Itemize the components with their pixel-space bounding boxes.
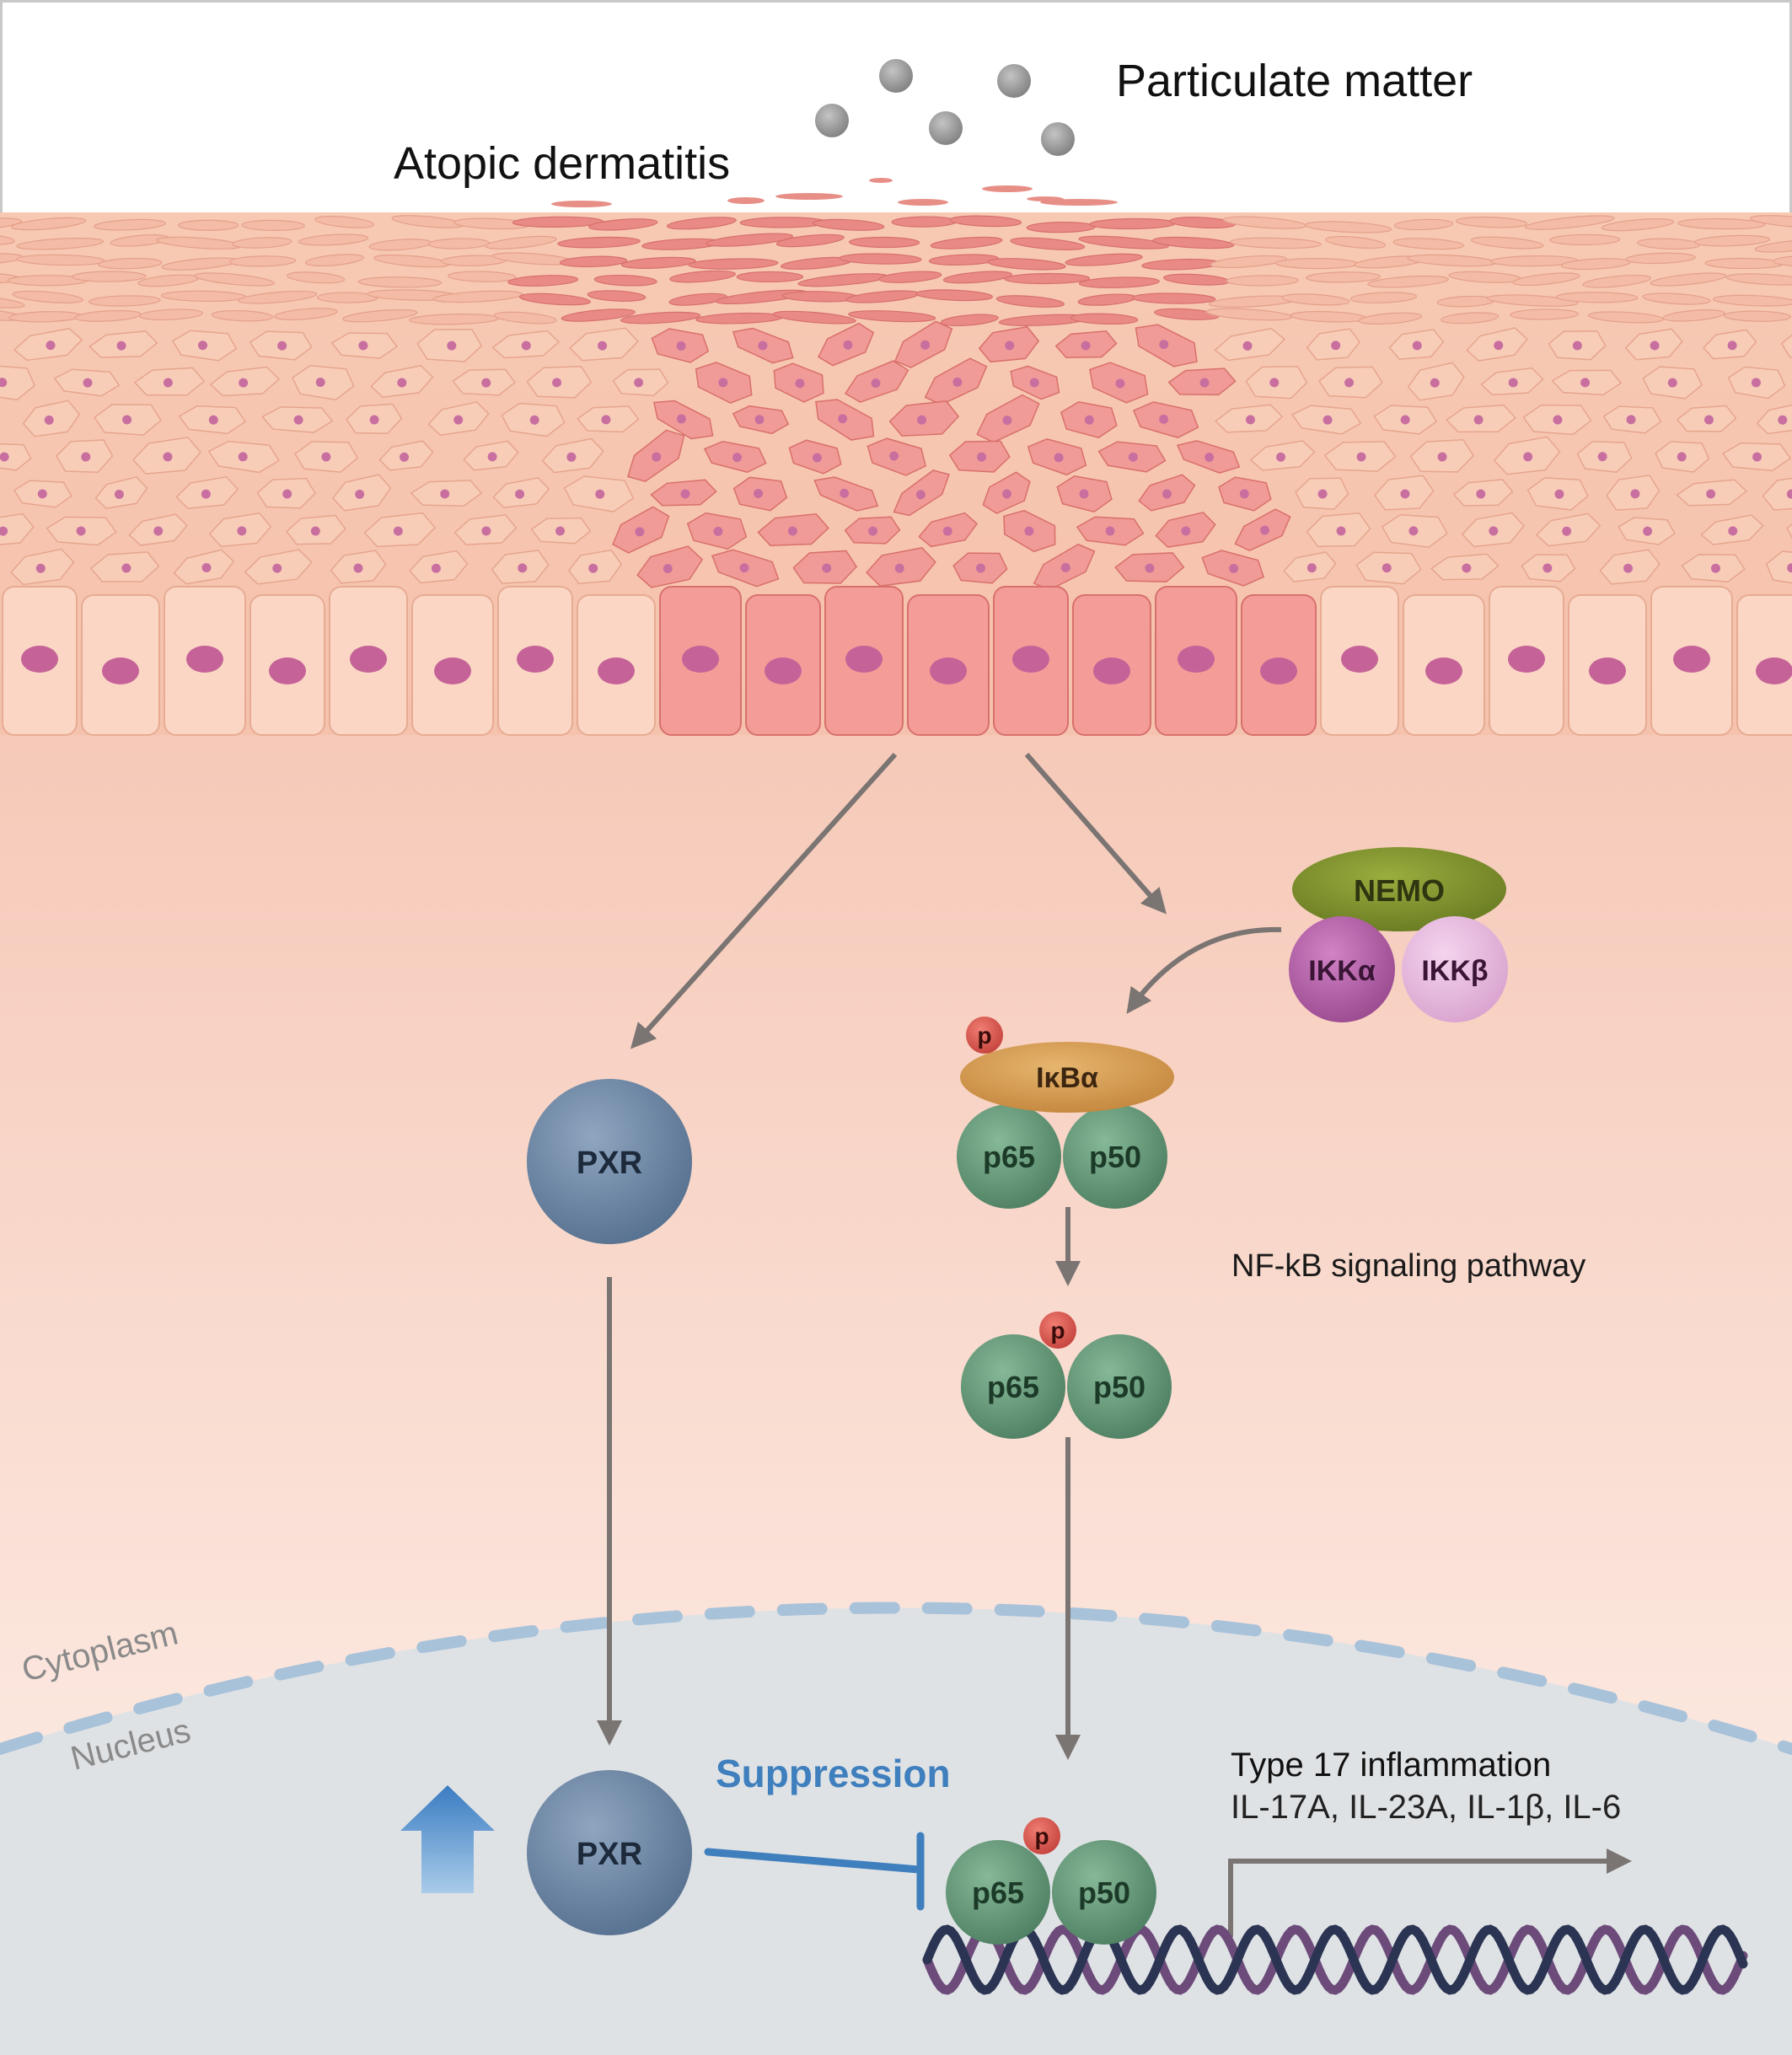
pxr-nucleus: PXR: [527, 1770, 692, 1935]
nemo-label: NEMO: [1354, 873, 1445, 908]
epidermis: [0, 178, 1792, 736]
pxr-cytoplasm: PXR: [527, 1079, 692, 1244]
suppression-label: Suppression: [716, 1752, 951, 1795]
atopic-dermatitis-label: Atopic dermatitis: [394, 138, 730, 189]
p50-label: p50: [1093, 1370, 1145, 1404]
p65-protein: [946, 1840, 1050, 1945]
p65-label: p65: [987, 1370, 1039, 1404]
ikk-alpha-label: IKKα: [1308, 955, 1376, 987]
nuclear-membrane: [0, 1602, 1792, 1755]
ikk-beta-protein: [1402, 916, 1508, 1022]
pxr-protein: [527, 1079, 692, 1244]
ikba-protein: [960, 1042, 1174, 1113]
p65-protein: [957, 1104, 1061, 1209]
p65-label: p65: [972, 1875, 1024, 1910]
p50-protein: [1067, 1334, 1172, 1439]
arrow-ikk-to-ikba: [1126, 926, 1282, 1014]
nfkb-pathway-label: NF-kB signaling pathway: [1231, 1248, 1585, 1284]
phospho-nfkb-dimer: p65 p50 p: [961, 1312, 1172, 1439]
pxr-label: PXR: [577, 1837, 642, 1872]
arrow-epidermis-to-pxr: [630, 752, 898, 1049]
type17-inflammation-title: Type 17 inflammation: [1231, 1746, 1551, 1784]
ikba-label: IκBα: [1036, 1062, 1098, 1094]
pathway-arrows: [597, 752, 1632, 1937]
p65-label: p65: [983, 1140, 1035, 1174]
phospho-badge: [1039, 1312, 1076, 1349]
p50-label: p50: [1078, 1875, 1130, 1910]
suppression-inhibition-line: [704, 1832, 925, 1911]
p65-protein: [961, 1334, 1065, 1439]
particulate-matter-particles: [815, 59, 1075, 156]
phospho-label: p: [1034, 1823, 1049, 1849]
arrow-epidermis-to-nfkb: [1024, 753, 1167, 915]
p50-label: p50: [1089, 1140, 1141, 1174]
phospho-label: p: [1050, 1317, 1065, 1344]
arrow-transcription: [1228, 1848, 1632, 1937]
phospho-badge: [966, 1017, 1003, 1054]
particulate-matter-label: Particulate matter: [1116, 56, 1473, 106]
pxr-protein: [527, 1770, 692, 1935]
ikba-nfkb-complex: IκBα p65 p50 p: [957, 1017, 1174, 1209]
nuclear-nfkb-dimer: p65 p50 p: [946, 1817, 1156, 1945]
p50-protein: [1063, 1104, 1167, 1209]
ikk-beta-label: IKKβ: [1421, 955, 1488, 987]
pxr-label: PXR: [577, 1146, 642, 1181]
phospho-badge: [1023, 1817, 1060, 1854]
phospho-label: p: [977, 1022, 991, 1049]
skin-barrier-flakes: [551, 178, 1118, 207]
ikk-complex: NEMO IKKα IKKβ: [1289, 847, 1508, 1022]
p50-protein: [1052, 1840, 1156, 1945]
cytokine-list: IL-17A, IL-23A, IL-1β, IL-6: [1231, 1789, 1621, 1826]
nemo-protein: [1292, 847, 1506, 931]
dna-helix: [922, 1924, 1748, 1995]
ikk-alpha-protein: [1289, 916, 1395, 1022]
upregulation-arrow-icon: [400, 1785, 495, 1893]
